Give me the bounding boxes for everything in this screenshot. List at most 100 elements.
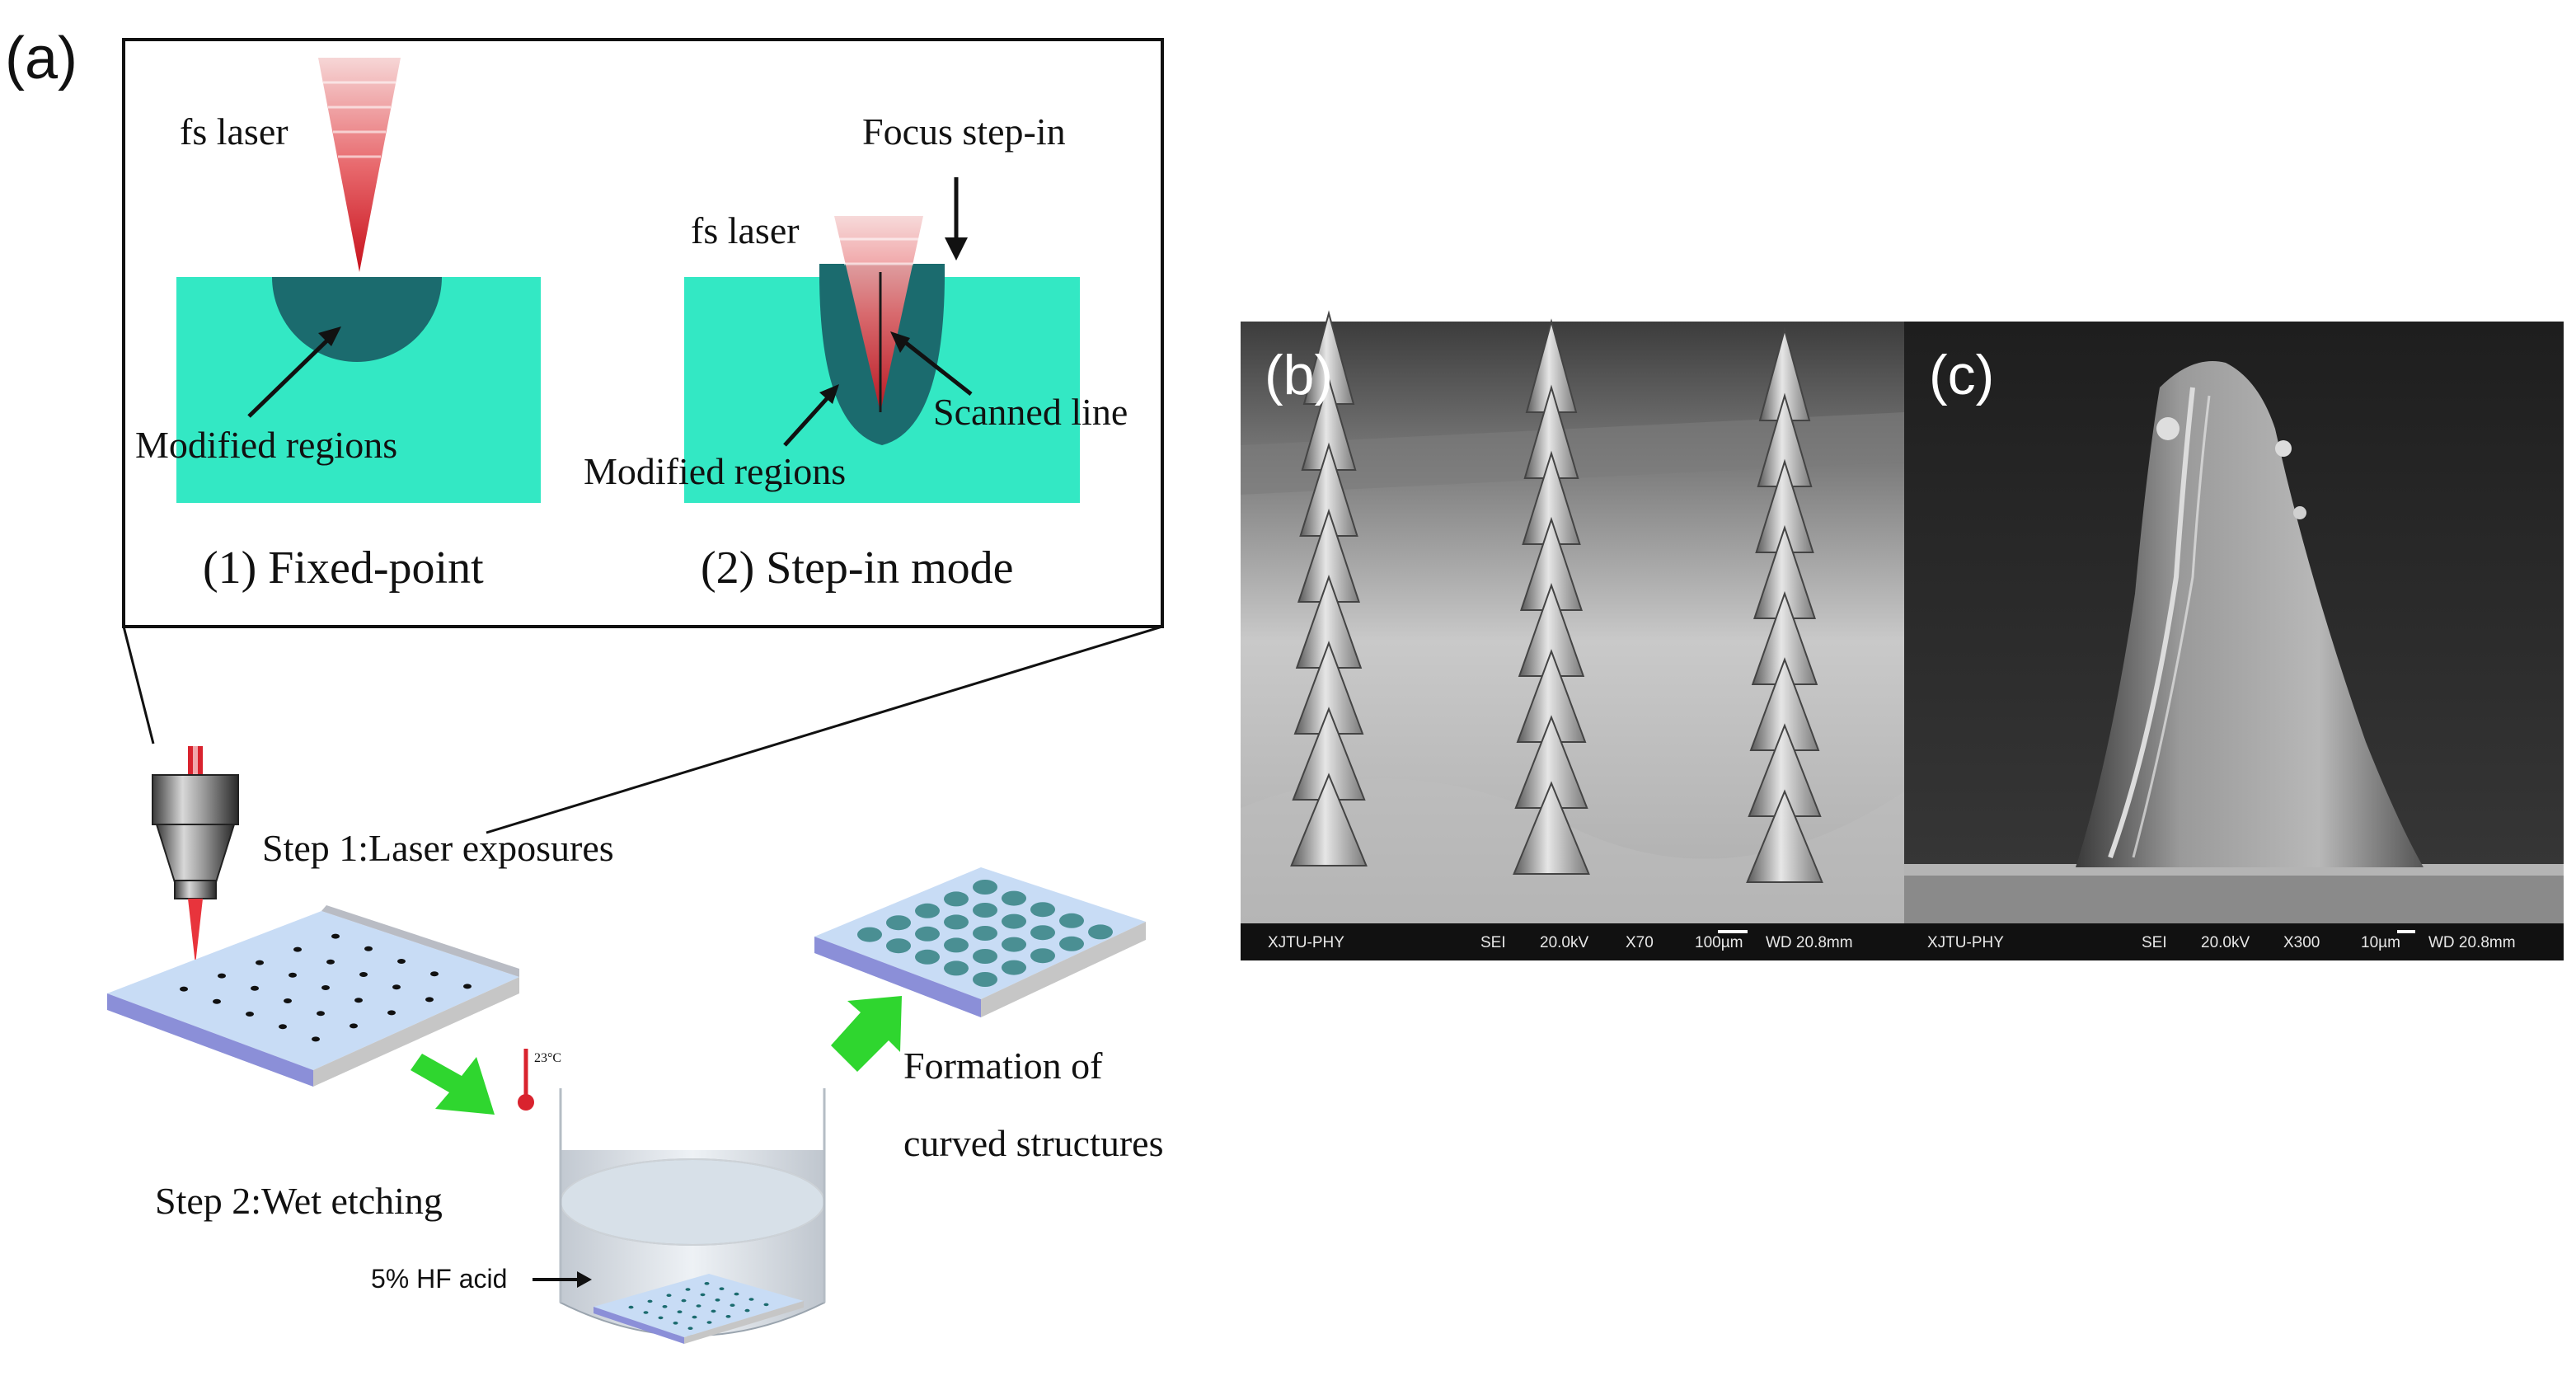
beaker-dot bbox=[725, 1315, 731, 1318]
step-in-laser-cone bbox=[834, 216, 923, 412]
focus-step-in-arrow bbox=[945, 177, 968, 261]
curved-structure bbox=[1002, 960, 1026, 975]
step-in-caption: (2) Step-in mode bbox=[701, 542, 1013, 594]
sem-b-scale: 100µm bbox=[1695, 934, 1743, 951]
curved-structure bbox=[944, 960, 969, 976]
curved-structure bbox=[857, 927, 882, 942]
fixed-point-caption: (1) Fixed-point bbox=[203, 542, 484, 594]
microcone-array bbox=[1290, 310, 1823, 883]
curved-structure bbox=[915, 949, 940, 965]
sem-b-wd: WD 20.8mm bbox=[1766, 934, 1853, 951]
fixed-point-region-label: Modified regions bbox=[135, 424, 397, 466]
beaker-dot bbox=[719, 1287, 725, 1290]
exposure-dot bbox=[326, 959, 335, 965]
focus-step-in-label: Focus step-in bbox=[862, 110, 1066, 153]
sem-b-voltage: 20.0kV bbox=[1540, 934, 1588, 951]
exposure-dot bbox=[359, 972, 368, 977]
beaker-dot bbox=[662, 1305, 668, 1308]
thermometer-icon bbox=[518, 1049, 534, 1111]
zoom-line-left bbox=[122, 626, 155, 744]
exposure-dot bbox=[180, 986, 188, 992]
beaker-dot bbox=[643, 1311, 649, 1314]
acid-arrow bbox=[533, 1271, 592, 1288]
fixed-point-laser-label: fs laser bbox=[180, 110, 289, 153]
beaker-dot bbox=[734, 1292, 739, 1296]
sem-bar-b bbox=[1241, 923, 1904, 960]
formation-label-line1: Formation of bbox=[903, 1045, 1103, 1087]
exposure-dot bbox=[463, 984, 472, 989]
beaker-dot bbox=[748, 1298, 754, 1301]
sem-c-mode: SEI bbox=[2142, 934, 2167, 951]
exposure-dot bbox=[397, 959, 406, 964]
beaker-dot bbox=[687, 1327, 693, 1330]
sem-c-voltage: 20.0kV bbox=[2201, 934, 2250, 951]
exposure-dot bbox=[284, 998, 292, 1003]
microcone bbox=[1513, 781, 1590, 875]
sem-b-lab: XJTU-PHY bbox=[1268, 934, 1344, 951]
beaker-dot bbox=[730, 1303, 735, 1307]
beaker-dot bbox=[711, 1309, 716, 1313]
exposure-dot-grid bbox=[180, 933, 472, 1042]
exposure-dot bbox=[425, 997, 434, 1003]
curved-structure bbox=[1002, 913, 1026, 929]
curved-structure bbox=[1030, 948, 1055, 964]
beaker-dot bbox=[677, 1310, 683, 1313]
beaker-dot bbox=[704, 1282, 710, 1285]
beaker-dot bbox=[647, 1299, 653, 1303]
beaker-dot bbox=[763, 1303, 769, 1307]
curved-structure bbox=[1059, 913, 1084, 928]
exposure-dot bbox=[256, 960, 264, 965]
step1-to-step2-arrow bbox=[411, 1054, 495, 1115]
curved-structure bbox=[1030, 902, 1055, 918]
panel-b-label: (b) bbox=[1265, 344, 1333, 406]
curved-structure bbox=[1088, 924, 1113, 940]
beaker-dot bbox=[673, 1322, 678, 1325]
sem-c-wd: WD 20.8mm bbox=[2428, 934, 2516, 951]
exposure-dot bbox=[392, 984, 401, 990]
exposure-dot bbox=[213, 998, 221, 1004]
beaker-dot bbox=[715, 1299, 720, 1302]
exposure-dot bbox=[246, 1012, 254, 1017]
beaker-dot bbox=[666, 1294, 672, 1297]
curved-structure bbox=[973, 903, 997, 918]
curved-structure bbox=[1002, 937, 1026, 952]
exposure-dot bbox=[364, 946, 373, 951]
formation-label-line2: curved structures bbox=[903, 1122, 1164, 1164]
beaker-dot bbox=[706, 1321, 712, 1324]
curved-structure bbox=[973, 926, 997, 941]
beaker-dot bbox=[696, 1304, 701, 1308]
curved-structure bbox=[944, 937, 969, 953]
exposure-dot bbox=[317, 1011, 325, 1017]
fixed-point-modified-region bbox=[272, 277, 442, 362]
sem-c-scale: 10µm bbox=[2361, 934, 2400, 951]
beaker-dot bbox=[692, 1315, 697, 1319]
exposure-dot bbox=[251, 985, 259, 991]
fixed-point-laser-cone bbox=[318, 58, 401, 272]
step-in-laser-label: fs laser bbox=[691, 209, 800, 251]
step2-to-formation-arrow bbox=[831, 996, 902, 1072]
curved-structure bbox=[944, 891, 969, 907]
zoom-line-right bbox=[486, 625, 1163, 834]
exposure-dot bbox=[430, 971, 439, 977]
scanned-line-arrow bbox=[890, 331, 973, 396]
step2-label: Step 2:Wet etching bbox=[155, 1180, 443, 1222]
exposure-dot bbox=[293, 946, 302, 952]
exposure-dot bbox=[279, 1024, 287, 1030]
curved-structure bbox=[1002, 890, 1026, 906]
sem-b-magnification: X70 bbox=[1626, 934, 1654, 951]
beaker-dot-grid bbox=[628, 1282, 769, 1330]
sem-c-magnification: X300 bbox=[2283, 934, 2320, 951]
sem-c-lab: XJTU-PHY bbox=[1927, 934, 2004, 951]
microcone bbox=[1746, 789, 1823, 883]
sem-b-mode: SEI bbox=[1480, 934, 1506, 951]
exposure-dot bbox=[354, 998, 363, 1003]
curved-structure bbox=[886, 938, 911, 954]
etching-beaker bbox=[559, 1088, 826, 1344]
microcone bbox=[1290, 773, 1368, 866]
step-in-region-label: Modified regions bbox=[584, 450, 846, 492]
curved-structure bbox=[944, 914, 969, 930]
beaker-dot bbox=[658, 1316, 664, 1320]
beaker-dot bbox=[685, 1288, 691, 1291]
beaker-dot bbox=[628, 1305, 634, 1309]
